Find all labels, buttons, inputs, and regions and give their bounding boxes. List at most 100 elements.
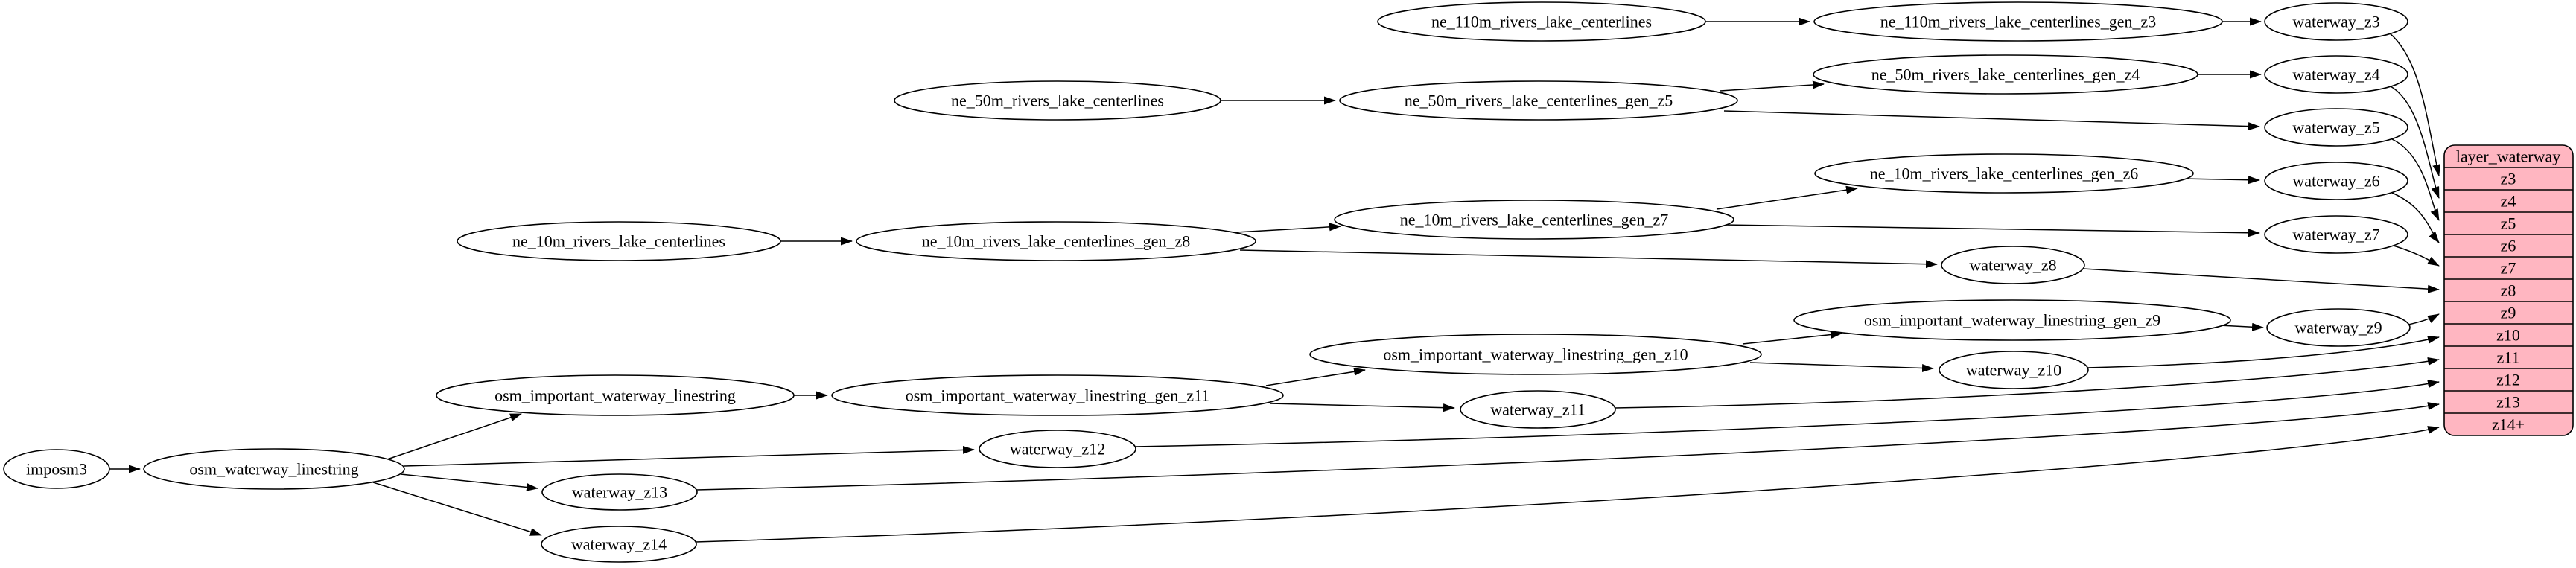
node-label: waterway_z13 xyxy=(572,483,667,502)
node-label: osm_important_waterway_linestring_gen_z1… xyxy=(906,386,1210,405)
edge-gen_z7-to-gen_z6 xyxy=(1716,185,1858,210)
edge-waterway_z14-to-row_z14 xyxy=(695,426,2440,543)
node-waterway_z14: waterway_z14 xyxy=(541,526,697,563)
node-label: ne_110m_rivers_lake_centerlines xyxy=(1431,13,1652,31)
node-label: waterway_z14 xyxy=(571,535,667,554)
edge-waterway_z8-to-row_z8 xyxy=(2082,268,2440,293)
node-shape xyxy=(856,221,1256,261)
node-label: ne_10m_rivers_lake_centerlines_gen_z6 xyxy=(1870,165,2138,183)
node-shape xyxy=(1339,80,1738,121)
node-shape xyxy=(457,221,781,261)
node-waterway_z5: waterway_z5 xyxy=(2264,108,2408,147)
node-shape xyxy=(2264,55,2408,94)
edge-waterway_z12-to-row_z12 xyxy=(1134,380,2440,447)
node-shape xyxy=(1813,1,2223,42)
edge-waterway_z5-to-row_z5 xyxy=(2391,138,2440,221)
node-shape xyxy=(2264,162,2408,200)
record-row-z14plus: z14+ xyxy=(2492,415,2525,434)
node-ne_50m_rivers_lake_centerlines_gen_z4: ne_50m_rivers_lake_centerlines_gen_z4 xyxy=(1813,54,2198,95)
node-label: osm_important_waterway_linestring_gen_z1… xyxy=(1383,345,1688,364)
node-shape xyxy=(1813,54,2198,95)
node-label: waterway_z12 xyxy=(1010,440,1105,459)
node-label: waterway_z4 xyxy=(2292,66,2379,84)
node-waterway_z8: waterway_z8 xyxy=(1941,246,2085,284)
node-label: imposm3 xyxy=(26,460,87,479)
edge-waterway_z3-to-row_z3 xyxy=(2388,32,2441,176)
record-row-z9: z9 xyxy=(2501,304,2516,322)
node-waterway_z12: waterway_z12 xyxy=(979,430,1136,468)
node-label: ne_10m_rivers_lake_centerlines_gen_z8 xyxy=(922,232,1190,251)
edge-osm_waterway_linestring-to-waterway_z13 xyxy=(400,473,538,491)
node-osm_important_waterway_linestring: osm_important_waterway_linestring xyxy=(436,374,795,416)
node-shape xyxy=(1941,246,2085,284)
record-row-z5: z5 xyxy=(2501,214,2516,233)
node-ne_110m_rivers_lake_centerlines_gen_z3: ne_110m_rivers_lake_centerlines_gen_z3 xyxy=(1813,1,2223,42)
node-shape xyxy=(1460,390,1616,429)
node-shape xyxy=(3,449,110,489)
edge-waterway_z9-to-row_z9 xyxy=(2408,313,2440,325)
node-shape xyxy=(2264,108,2408,147)
node-label: ne_50m_rivers_lake_centerlines_gen_z5 xyxy=(1405,92,1673,110)
edge-gen_z10-to-waterway_z10 xyxy=(1749,362,1934,373)
node-shape xyxy=(2264,2,2408,41)
node-label: ne_10m_rivers_lake_centerlines xyxy=(512,232,725,251)
node-ne_50m_rivers_lake_centerlines_gen_z5: ne_50m_rivers_lake_centerlines_gen_z5 xyxy=(1339,80,1738,121)
record-row-z6: z6 xyxy=(2501,237,2516,255)
node-shape xyxy=(1793,299,2231,341)
record-row-z8: z8 xyxy=(2501,281,2516,300)
edge-gen_z10-to-gen_z9 xyxy=(1742,331,1842,345)
edge-gen_z11-to-waterway_z11 xyxy=(1269,403,1455,412)
record-row-z10: z10 xyxy=(2496,326,2520,345)
record-row-z7: z7 xyxy=(2501,259,2516,278)
node-label: osm_important_waterway_linestring xyxy=(494,386,736,405)
edge-osm_waterway_linestring-to-osm_important_waterway_linestring xyxy=(387,413,522,460)
node-shape xyxy=(1377,1,1706,42)
node-waterway_z6: waterway_z6 xyxy=(2264,162,2408,200)
edges xyxy=(109,17,2441,543)
node-osm_important_waterway_linestring_gen_z9: osm_important_waterway_linestring_gen_z9 xyxy=(1793,299,2231,341)
node-label: osm_important_waterway_linestring_gen_z9 xyxy=(1864,311,2160,330)
node-label: ne_10m_rivers_lake_centerlines_gen_z7 xyxy=(1400,211,1668,229)
node-shape xyxy=(436,374,795,416)
node-shape xyxy=(2266,308,2411,347)
edge-gen_z7-to-waterway_z7 xyxy=(1723,224,2260,237)
node-waterway_z13: waterway_z13 xyxy=(541,473,698,511)
record-row-z13: z13 xyxy=(2496,393,2520,412)
node-label: waterway_z8 xyxy=(1969,256,2056,275)
node-osm_important_waterway_linestring_gen_z10: osm_important_waterway_linestring_gen_z1… xyxy=(1309,334,1762,375)
node-shape xyxy=(143,448,405,490)
node-shape xyxy=(541,526,697,563)
record-row-z3: z3 xyxy=(2501,170,2516,188)
node-label: ne_110m_rivers_lake_centerlines_gen_z3 xyxy=(1880,13,2157,31)
node-label: ne_50m_rivers_lake_centerlines xyxy=(951,92,1164,110)
record-dividers xyxy=(2444,167,2573,414)
record-row-z11: z11 xyxy=(2497,348,2520,367)
edge-waterway_z7-to-row_z7 xyxy=(2393,245,2440,267)
node-waterway_z7: waterway_z7 xyxy=(2264,215,2408,254)
record-row-z4: z4 xyxy=(2501,192,2516,211)
node-waterway_z9: waterway_z9 xyxy=(2266,308,2411,347)
node-label: waterway_z10 xyxy=(1966,361,2061,380)
edge-waterway_z4-to-row_z4 xyxy=(2390,86,2440,199)
node-label: waterway_z11 xyxy=(1490,401,1585,419)
node-ne_110m_rivers_lake_centerlines: ne_110m_rivers_lake_centerlines xyxy=(1377,1,1706,42)
node-shape xyxy=(1814,153,2194,194)
node-label: waterway_z3 xyxy=(2292,13,2379,31)
edge-waterway_z11-to-row_z11 xyxy=(1614,357,2440,409)
node-label: waterway_z6 xyxy=(2292,172,2379,191)
edge-osm_waterway_linestring-to-waterway_z12 xyxy=(404,445,975,467)
node-ne_10m_rivers_lake_centerlines: ne_10m_rivers_lake_centerlines xyxy=(457,221,781,261)
edge-gen_z6-to-waterway_z6 xyxy=(2181,176,2260,185)
node-waterway_z3: waterway_z3 xyxy=(2264,2,2408,41)
node-label: osm_waterway_linestring xyxy=(189,460,358,479)
edge-gen_z8-to-gen_z7 xyxy=(1235,223,1341,233)
node-label: waterway_z5 xyxy=(2292,118,2379,137)
node-ne_10m_rivers_lake_centerlines_gen_z8: ne_10m_rivers_lake_centerlines_gen_z8 xyxy=(856,221,1256,261)
node-layer_waterway-record: layer_waterway z3 z4 z5 z6 z7 z8 z9 z10 … xyxy=(2443,144,2574,436)
node-label: ne_50m_rivers_lake_centerlines_gen_z4 xyxy=(1871,66,2140,84)
node-label: waterway_z9 xyxy=(2294,319,2382,337)
node-shape xyxy=(979,430,1136,468)
node-shape xyxy=(1309,334,1762,375)
